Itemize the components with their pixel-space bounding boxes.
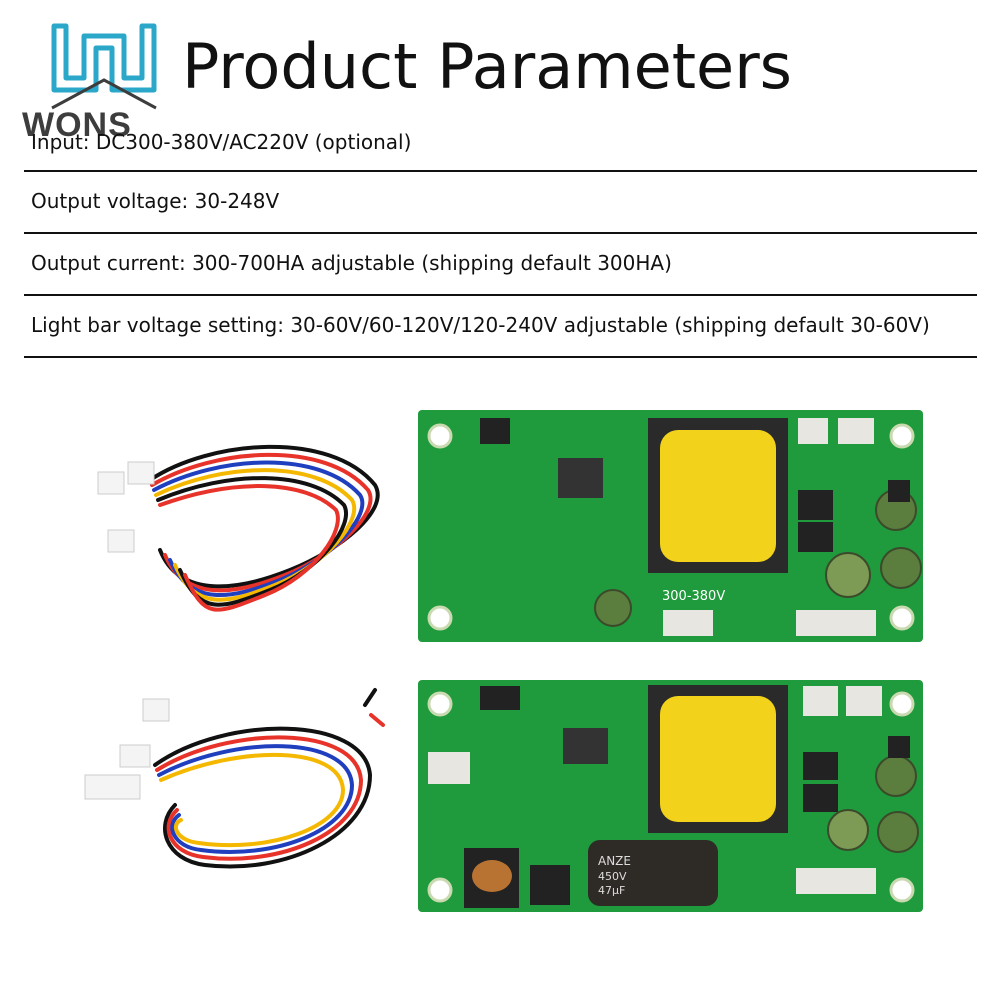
- driver-board-image-top: 300-380V: [418, 410, 923, 642]
- page-title: Product Parameters: [182, 30, 792, 103]
- capacitor-value-label: 47µF: [598, 884, 625, 897]
- parameter-row-light-bar-voltage: Light bar voltage setting: 30-60V/60-120…: [24, 296, 977, 358]
- capacitor-voltage-label: 450V: [598, 870, 627, 883]
- parameter-row-output-current: Output current: 300-700HA adjustable (sh…: [24, 234, 977, 296]
- parameter-list: Input: DC300-380V/AC220V (optional) Outp…: [24, 124, 977, 358]
- wire-harness-image-top: [97, 444, 380, 612]
- board-voltage-label: 300-380V: [662, 589, 725, 604]
- parameter-row-output-voltage: Output voltage: 30-248V: [24, 172, 977, 234]
- wons-logo-icon: [51, 23, 157, 110]
- capacitor-brand-label: ANZE: [598, 854, 631, 868]
- wire-harness-image-bottom: [84, 688, 385, 869]
- driver-board-image-bottom: ANZE 450V 47µF: [418, 680, 923, 912]
- brand-logo-text: WONS: [22, 106, 132, 144]
- parameter-row-input: Input: DC300-380V/AC220V (optional): [24, 124, 977, 172]
